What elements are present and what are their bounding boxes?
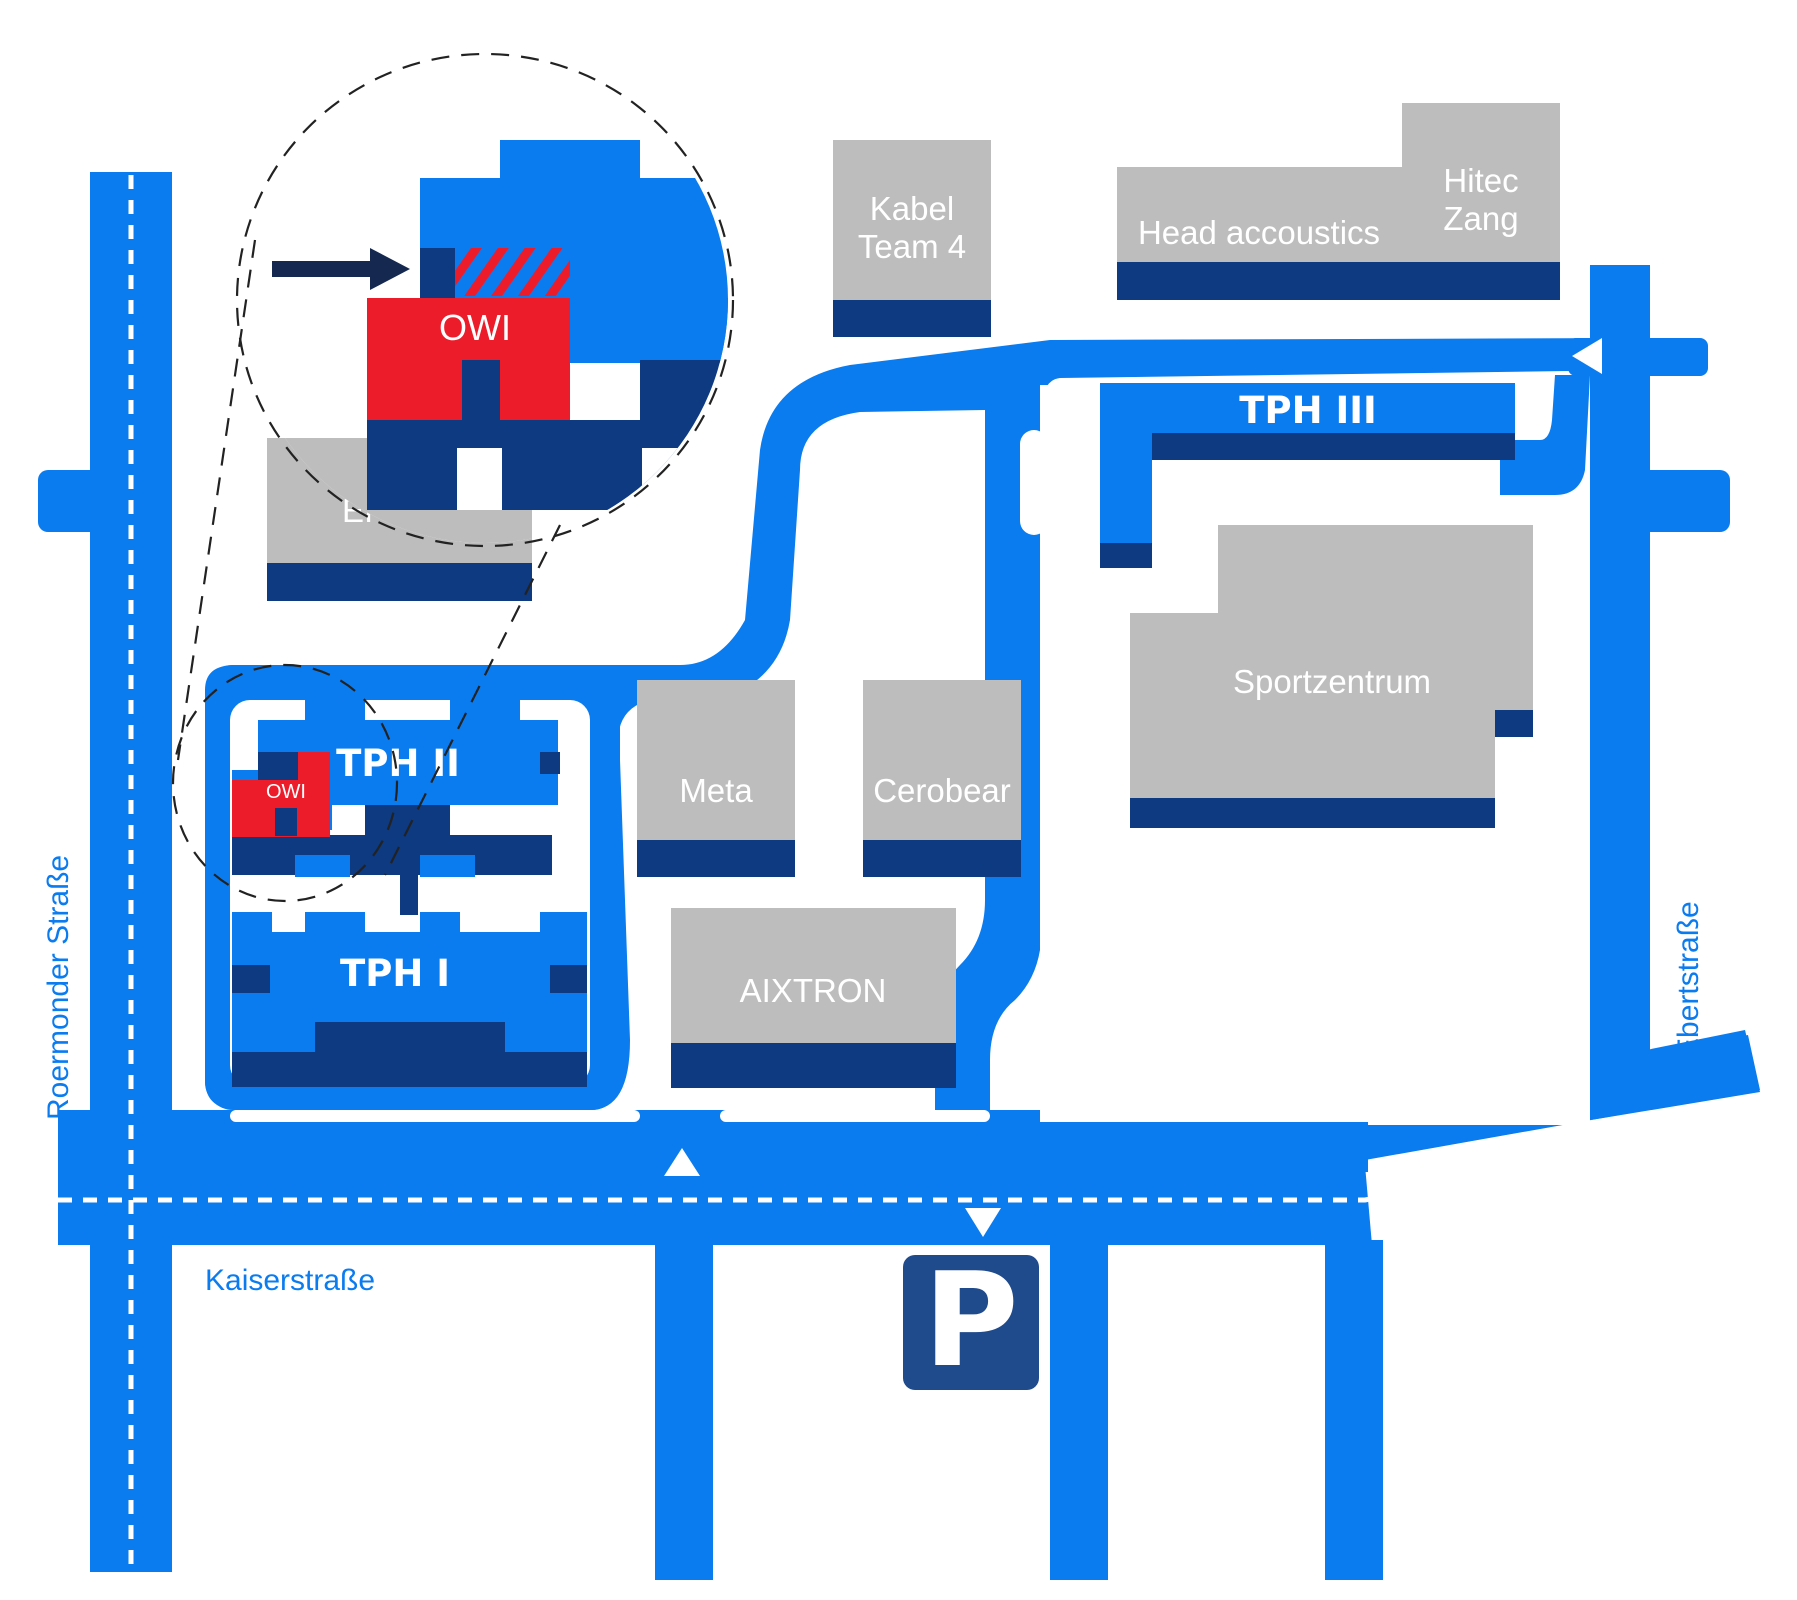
triangle-left-icon bbox=[1572, 338, 1602, 374]
ebert-stub-right bbox=[1640, 470, 1730, 532]
south-street-2 bbox=[1050, 1240, 1108, 1580]
roermonder-strasse-label: Roermonder Straße bbox=[42, 855, 75, 1120]
hitec-label-line2: Zang bbox=[1443, 200, 1518, 237]
sport-label: Sportzentrum bbox=[1233, 663, 1431, 700]
tph3-label: TPH III bbox=[1239, 389, 1377, 432]
aixtron-label: AIXTRON bbox=[740, 972, 887, 1009]
parking-sign[interactable]: P bbox=[903, 1244, 1039, 1396]
building-head-accoustics: Head accoustics bbox=[1117, 167, 1402, 300]
owi-label-small: OWI bbox=[266, 781, 306, 803]
owi-highlight-circle bbox=[171, 663, 399, 903]
owi-label-zoom: OWI bbox=[439, 307, 511, 348]
building-cerobear: Cerobear bbox=[863, 680, 1021, 877]
entrance-band bbox=[58, 1122, 1368, 1172]
road-stub-left bbox=[38, 470, 172, 532]
kabel-label-line2: Team 4 bbox=[858, 228, 966, 265]
entrance-separator-left bbox=[230, 1110, 640, 1122]
south-street-3 bbox=[1325, 1240, 1383, 1580]
tph1-label: TPH I bbox=[340, 952, 450, 995]
building-tph-3: TPH III bbox=[1100, 383, 1515, 568]
hitec-label-line1: Hitec bbox=[1443, 162, 1518, 199]
triangle-down-icon bbox=[965, 1208, 1001, 1237]
ebertstrasse-road bbox=[1590, 265, 1650, 1110]
kabel-label-line1: Kabel bbox=[870, 190, 954, 227]
ebertstrasse-label: Ebertstraße bbox=[1672, 901, 1705, 1058]
south-street-1 bbox=[655, 1240, 713, 1580]
building-sportzentrum: Sportzentrum bbox=[1130, 525, 1533, 828]
entrance-separator-right bbox=[720, 1110, 990, 1122]
owi-zoom-callout: OWI bbox=[171, 52, 735, 903]
head-label: Head accoustics bbox=[1138, 214, 1380, 251]
building-kabel-team-4: Kabel Team 4 bbox=[833, 140, 991, 337]
zoom-connector-right bbox=[384, 524, 561, 876]
kaiserstrasse-label: Kaiserstraße bbox=[205, 1264, 375, 1297]
owi-building-small: OWI bbox=[232, 752, 330, 837]
building-hitec-zang: Hitec Zang bbox=[1402, 103, 1560, 300]
kaiserstrasse-road-main bbox=[58, 1165, 1372, 1245]
tph2-label: TPH II bbox=[336, 742, 460, 785]
island-left bbox=[1020, 430, 1048, 535]
building-aixtron: AIXTRON bbox=[671, 908, 956, 1088]
parking-letter: P bbox=[923, 1244, 1018, 1396]
triangle-up-icon bbox=[664, 1148, 700, 1176]
arrow-right-icon bbox=[272, 248, 410, 290]
zoom-circle-outline bbox=[235, 52, 735, 548]
tph3-ramp bbox=[1500, 375, 1590, 495]
kaiser-centerline bbox=[58, 1122, 1756, 1203]
cerobear-label: Cerobear bbox=[873, 772, 1011, 809]
meta-label: Meta bbox=[679, 772, 753, 809]
building-tph-1: TPH I bbox=[232, 912, 587, 1087]
building-meta: Meta bbox=[637, 680, 795, 877]
